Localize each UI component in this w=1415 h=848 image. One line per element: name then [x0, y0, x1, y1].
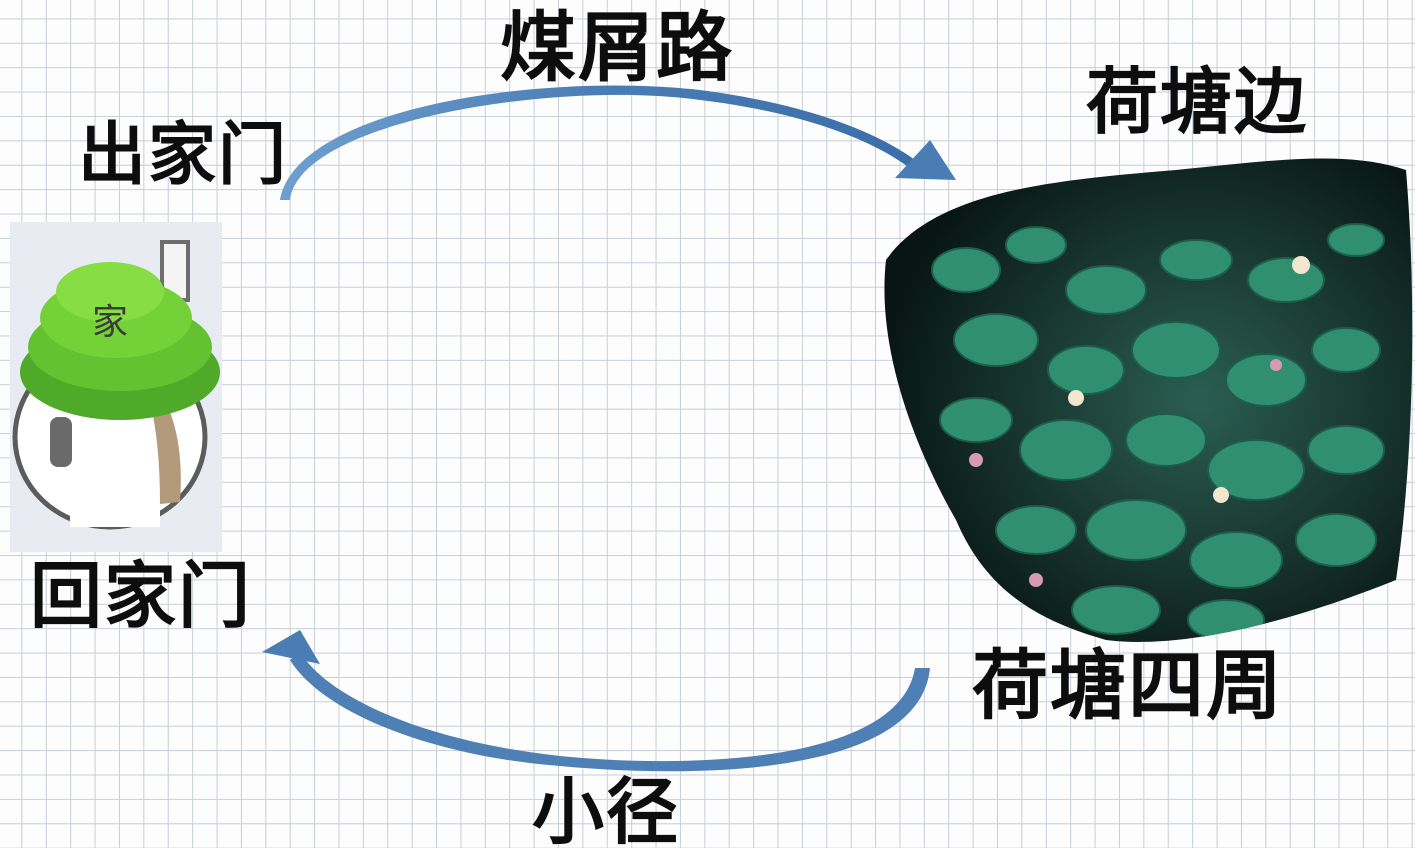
lotus-pond-image — [884, 158, 1413, 642]
arrow-top-head — [895, 140, 956, 180]
house-roof-char: 家 — [92, 302, 128, 343]
arrow-bottom — [262, 630, 930, 772]
label-leave-home: 出家门 — [78, 116, 289, 195]
label-small-path: 小径 — [532, 770, 681, 848]
arrow-bottom-head — [262, 630, 320, 664]
label-return-home: 回家门 — [30, 554, 253, 638]
label-around-pond: 荷塘四周 — [972, 641, 1284, 730]
house-icon: 家 — [10, 222, 222, 552]
label-pond-edge: 荷塘边 — [1086, 60, 1309, 144]
label-coal-cinder-path: 煤屑路 — [500, 3, 734, 92]
arrow-top — [280, 85, 956, 200]
